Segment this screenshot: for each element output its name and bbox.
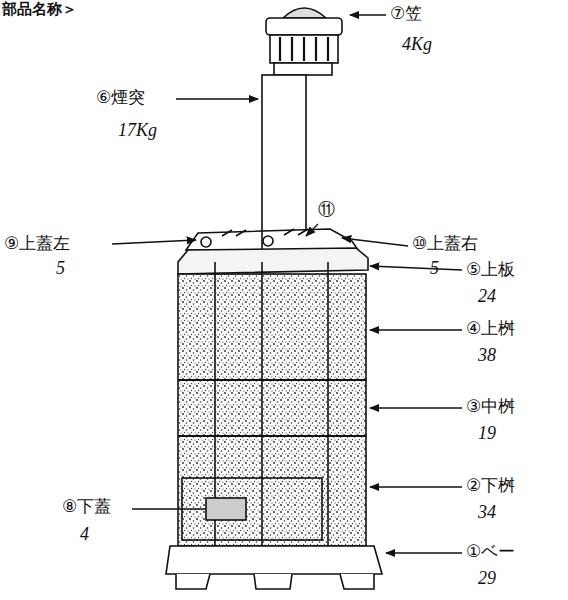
weight-note: 5 — [56, 258, 65, 279]
part-name: ⑧下蓋 — [62, 497, 111, 517]
title: 部品名称＞ — [2, 0, 77, 19]
part-name: ⑤上板 — [466, 260, 515, 280]
part-name: ④上桝 — [466, 319, 515, 339]
weight-note: 34 — [478, 502, 496, 523]
part-name: ⑦笠 — [390, 4, 422, 24]
weight-note: 5 — [430, 258, 439, 279]
weight-note: 29 — [478, 568, 496, 589]
part-name: ⑪ — [318, 200, 335, 220]
part-name: ②下桝 — [466, 476, 515, 496]
weight-note: 4 — [80, 524, 89, 545]
weight-note: 38 — [478, 345, 496, 366]
part-name: ⑨上蓋左 — [4, 234, 70, 254]
part-name: ③中桝 — [466, 397, 515, 417]
part-name: ⑩上蓋右 — [412, 234, 478, 254]
weight-note: 17Kg — [118, 120, 157, 141]
part-name: ①ベー — [466, 542, 515, 562]
weight-note: 24 — [478, 286, 496, 307]
weight-note: 19 — [478, 423, 496, 444]
weight-note: 4Kg — [402, 34, 432, 55]
part-name: ⑥煙突 — [96, 88, 145, 108]
